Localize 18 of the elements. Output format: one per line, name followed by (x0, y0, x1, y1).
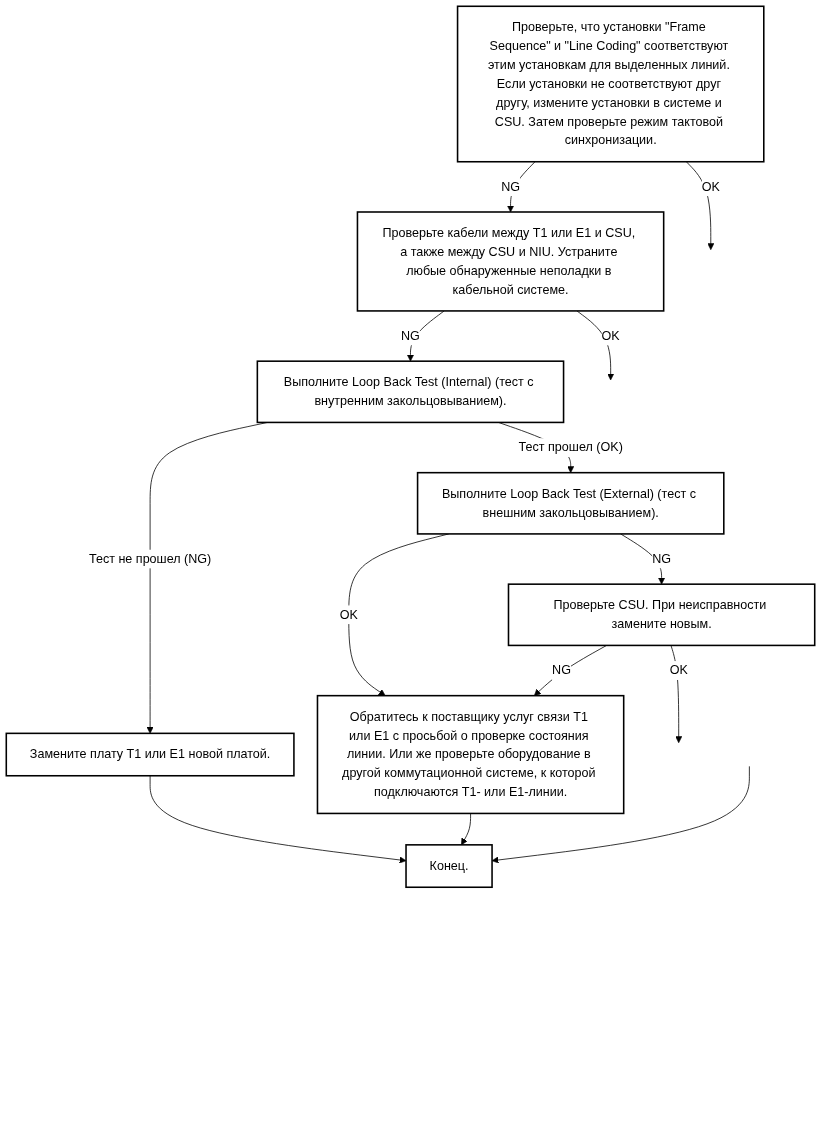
edge-label: Тест не прошел (NG) (88, 551, 212, 566)
edge-label: OK (669, 663, 688, 677)
edge-label: NG (401, 328, 420, 343)
edge-label: OK (701, 179, 720, 194)
node-box: Конец. (405, 844, 493, 889)
node-box: Выполните Loop Back Test (External) (тест с внешним закольцовыванием). (416, 471, 725, 535)
node-box: Замените плату T1 или E1 новой платой. (5, 732, 295, 777)
node-box: Проверьте кабели между T1 или E1 и CSU, а также между CSU и NIU. Устраните любые обнаруженные неполадки в кабельной системе. (356, 211, 665, 312)
edge-label: NG (552, 663, 571, 677)
edge-label: OK (339, 607, 358, 622)
edge-label: NG (652, 551, 672, 566)
edge-label: OK (601, 328, 620, 343)
edge-label: Тест прошел (OK) (518, 440, 623, 454)
node-box: Проверьте, что установки "Frame Sequence" и "Line Coding" соответствуют этим установкам для выделенных линий. Если установки не соответствуют друг другу, измените установки в системе и CSU. Затем проверьте режим тактовой синхронизации. (456, 5, 765, 163)
edge-label: NG (501, 179, 520, 194)
node-box: Проверьте CSU. При неисправности замените новым. (507, 583, 816, 647)
node-box: Обратитесь к поставщику услуг связи T1 или E1 с просьбой о проверке состояния линии. Или же проверьте оборудование в другой коммутационной системе, к которой подключаются T1- или E1-линии. (316, 694, 625, 815)
node-box: Выполните Loop Back Test (Internal) (тест с внутренним закольцовыванием). (256, 360, 565, 424)
